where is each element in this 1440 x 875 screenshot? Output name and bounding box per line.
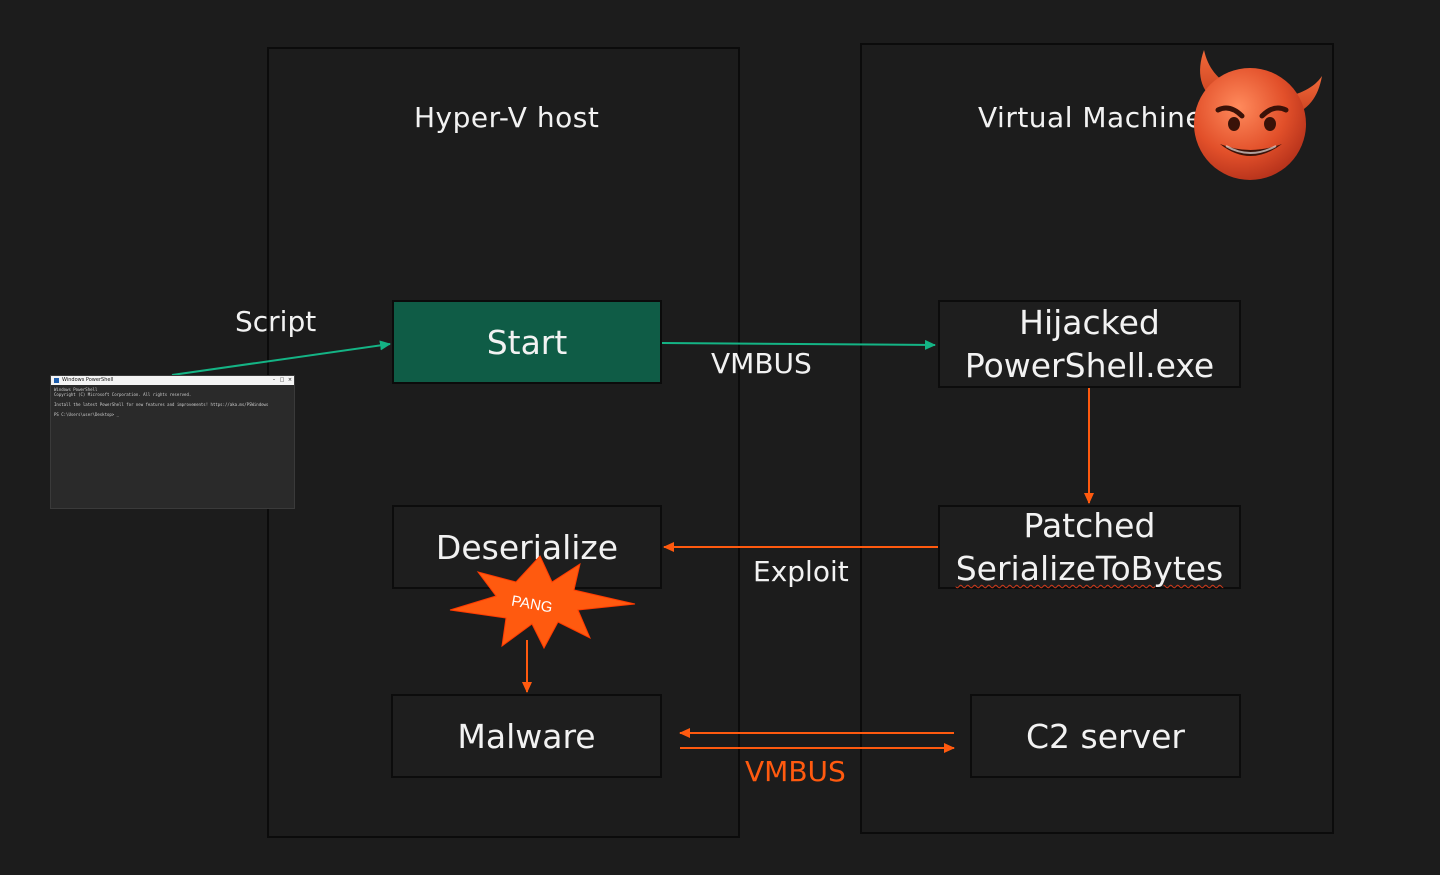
c2-server-label: C2 server [1026, 716, 1185, 756]
smiling-devil-icon [1194, 50, 1322, 180]
start-to-hijacked-arrow [661, 339, 936, 350]
terminal-line: Windows PowerShell [54, 387, 98, 392]
hijacked-label-line2: PowerShell.exe [964, 346, 1215, 385]
hijacked-powershell-node: Hijacked PowerShell.exe [938, 300, 1241, 388]
terminal-body: Windows PowerShell Copyright (C) Microso… [51, 385, 294, 419]
terminal-line: PS C:\Users\user\Desktop> _ [54, 412, 120, 417]
script-label: Script [235, 305, 317, 338]
hijacked-label-line1: Hijacked [1019, 303, 1160, 342]
minimize-icon: – [272, 377, 276, 383]
explosion-burst-icon: PANG [449, 555, 636, 650]
virtual-machine-region [860, 43, 1334, 834]
terminal-line: Copyright (C) Microsoft Corporation. All… [54, 392, 192, 397]
virtual-machine-title: Virtual Machine [978, 101, 1204, 134]
malware-node: Malware [391, 694, 662, 778]
start-node: Start [392, 300, 662, 384]
terminal-window-controls: – □ × [270, 376, 294, 385]
terminal-title: Windows PowerShell [62, 377, 114, 383]
powershell-terminal-window: Windows PowerShell – □ × Windows PowerSh… [50, 375, 295, 509]
pang-label: PANG [510, 593, 554, 617]
patched-label-line1: Patched [1023, 506, 1156, 545]
deserialize-label: Deserialize [435, 527, 619, 567]
powershell-icon [54, 378, 59, 383]
malware-label: Malware [457, 716, 596, 756]
start-label: Start [486, 322, 568, 362]
vmbus-top-label: VMBUS [711, 347, 812, 380]
script-to-start-arrow [171, 340, 391, 376]
close-icon: × [287, 377, 293, 383]
c2-server-node: C2 server [970, 694, 1241, 778]
vmbus-bottom-label: VMBUS [745, 755, 846, 788]
hyper-v-host-title: Hyper-V host [414, 101, 600, 134]
patched-serialize-node: Patched SerializeToBytes [938, 505, 1241, 589]
terminal-titlebar: Windows PowerShell – □ × [51, 376, 294, 385]
patched-label-line2: SerializeToBytes [955, 549, 1224, 588]
maximize-icon: □ [279, 377, 285, 383]
terminal-line: Install the latest PowerShell for new fe… [54, 402, 269, 407]
exploit-label: Exploit [753, 555, 849, 588]
